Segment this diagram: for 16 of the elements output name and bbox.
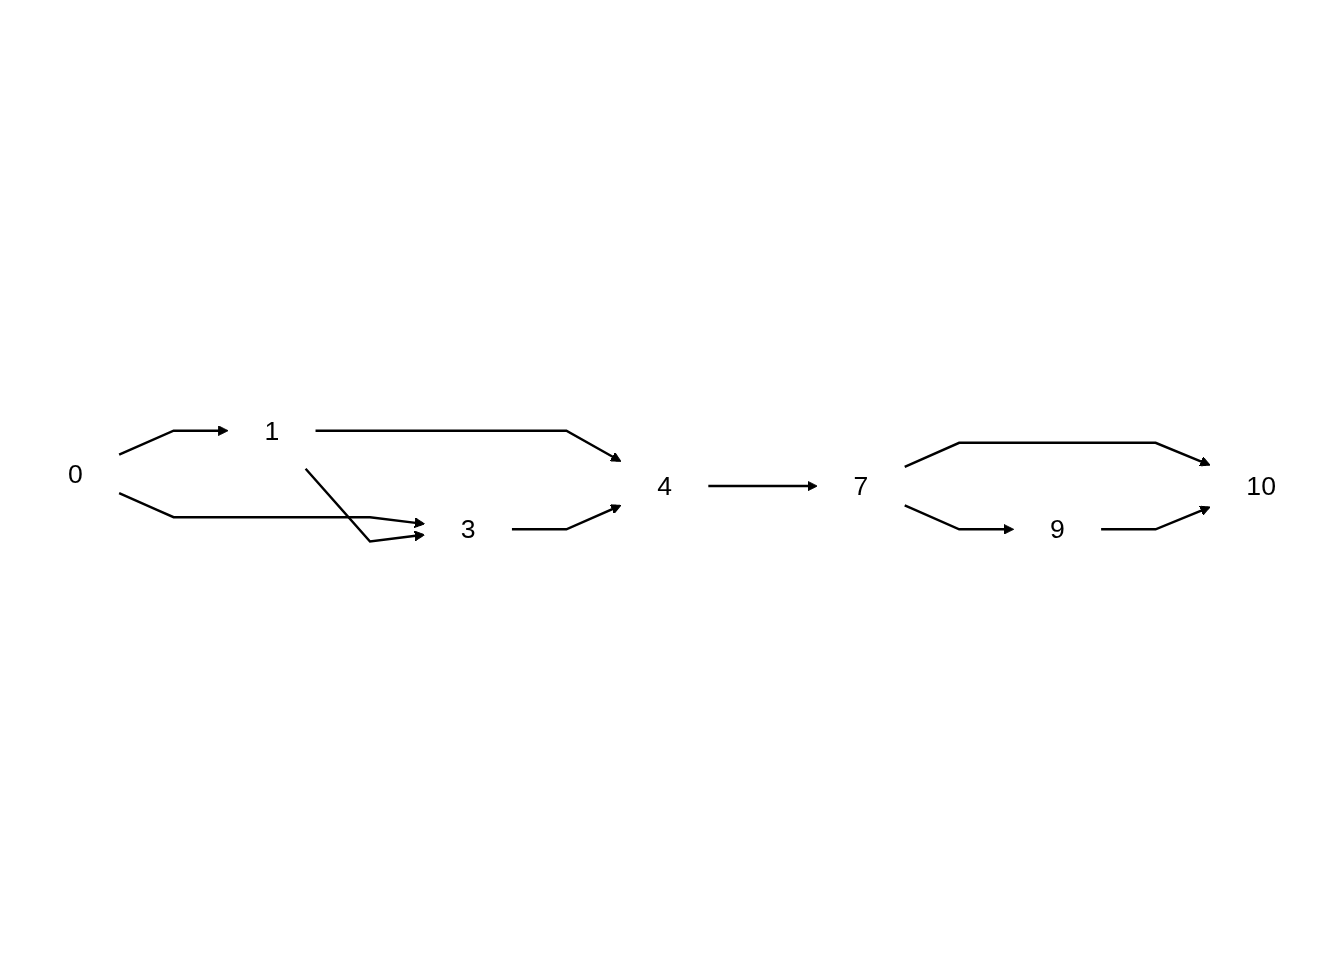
arrow bbox=[1101, 505, 1211, 531]
node-text: 4 bbox=[657, 470, 673, 502]
arrow bbox=[304, 468, 425, 543]
arrow bbox=[708, 480, 818, 492]
arrow bbox=[904, 441, 1211, 468]
arrow bbox=[118, 425, 229, 456]
node-text: 3 bbox=[460, 514, 476, 545]
arrow bbox=[315, 429, 622, 462]
node-text: 9 bbox=[1049, 514, 1065, 545]
node-text: 1 bbox=[264, 415, 280, 446]
node-text: 0 bbox=[68, 458, 83, 490]
arrow bbox=[118, 492, 425, 529]
arrow bbox=[511, 504, 622, 531]
node-text: 10 bbox=[1246, 470, 1276, 502]
arrow bbox=[904, 504, 1015, 535]
node-text: 7 bbox=[853, 470, 869, 502]
